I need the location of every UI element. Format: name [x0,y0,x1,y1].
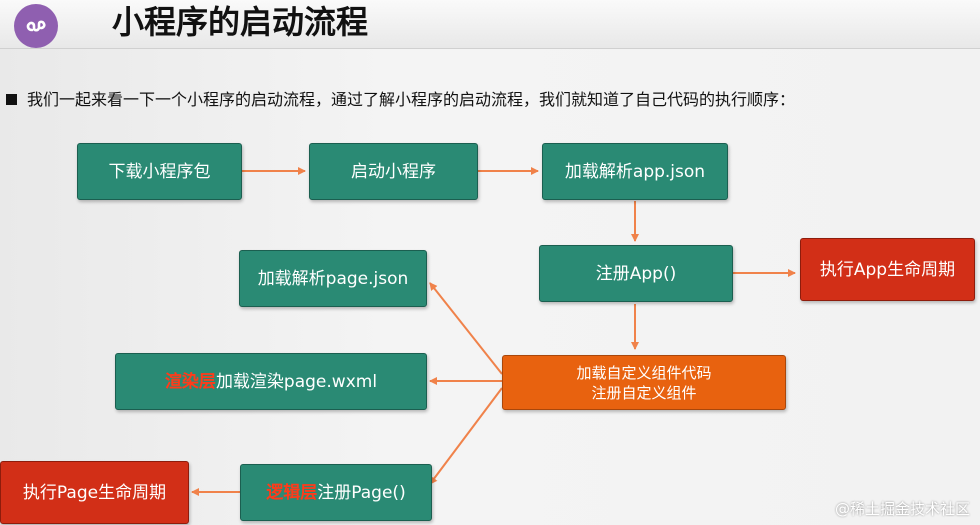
render-layer-action: 加载渲染page.wxml [215,371,378,392]
step-render-layer-wxml: 渲染层加载渲染page.wxml [115,353,427,410]
step-custom-components: 加载自定义组件代码 注册自定义组件 [502,355,786,410]
step-load-page-json: 加载解析page.json [239,250,427,307]
step-load-app-json: 加载解析app.json [542,143,728,200]
logic-layer-action: 注册Page() [317,482,406,503]
custom-components-line1: 加载自定义组件代码 [576,363,712,382]
step-download-package: 下载小程序包 [77,143,242,200]
arrow-custom-to-logic [429,387,503,485]
intro-paragraph: 我们一起来看一下一个小程序的启动流程，通过了解小程序的启动流程，我们就知道了自己… [6,90,795,110]
step-page-lifecycle: 执行Page生命周期 [0,461,189,524]
miniprogram-logo-icon [14,4,58,48]
render-layer-label: 渲染层 [164,371,216,392]
custom-components-line2: 注册自定义组件 [591,383,697,402]
step-logic-layer-register-page: 逻辑层注册Page() [240,464,432,521]
arrow-custom-to-pagejson [429,282,503,375]
logic-layer-label: 逻辑层 [266,482,318,503]
step-register-app: 注册App() [539,245,733,302]
slide-header: 小程序的启动流程 [0,0,980,49]
watermark: @稀土掘金技术社区 [834,500,970,518]
square-bullet-icon [6,94,17,105]
step-launch-miniprogram: 启动小程序 [309,143,478,200]
intro-text: 我们一起来看一下一个小程序的启动流程，通过了解小程序的启动流程，我们就知道了自己… [27,90,796,109]
page-title: 小程序的启动流程 [112,3,369,41]
step-app-lifecycle: 执行App生命周期 [800,238,975,301]
